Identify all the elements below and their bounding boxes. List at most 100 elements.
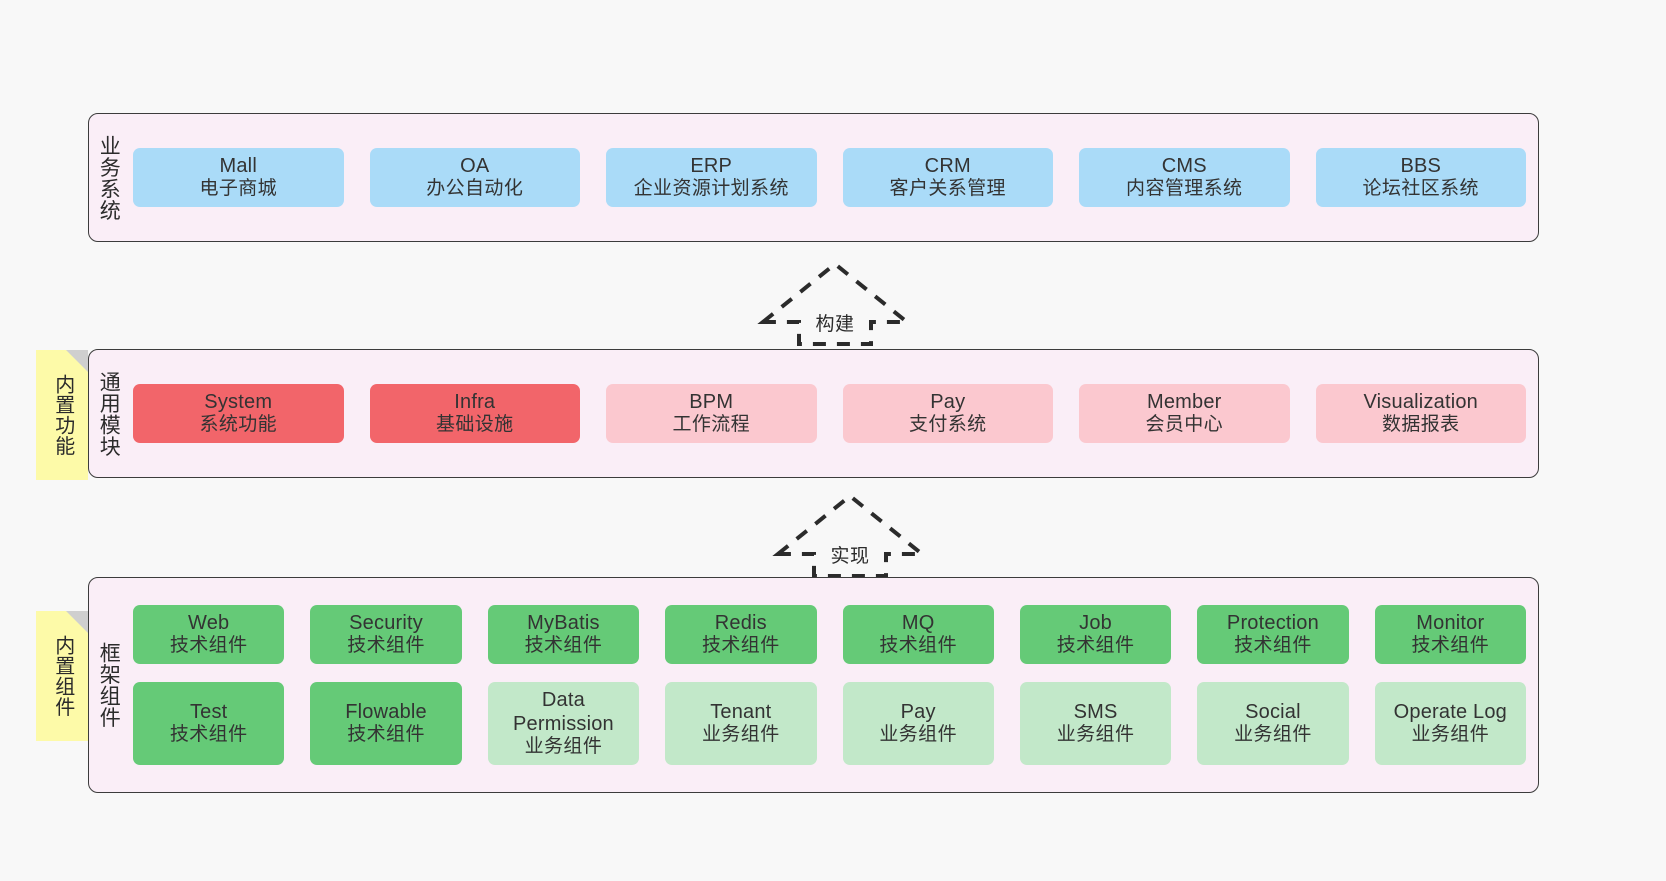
component-subtitle: 业务组件 — [1411, 724, 1490, 745]
module-subtitle: 系统功能 — [199, 414, 278, 436]
component-name: Data Permission — [512, 689, 614, 735]
component-subtitle: 业务组件 — [1234, 724, 1312, 745]
module-subtitle: 办公自动化 — [426, 178, 524, 200]
connector-build-arrow: 构建 — [745, 258, 925, 346]
component-subtitle: 技术组件 — [1234, 635, 1312, 657]
component-card-data-permission[interactable]: Data Permission 业务组件 — [487, 682, 640, 765]
connector-implement-label: 实现 — [830, 546, 870, 567]
module-card-infra[interactable]: Infra 基础设施 — [369, 384, 580, 443]
module-subtitle: 基础设施 — [435, 414, 514, 436]
component-card-monitor[interactable]: Monitor 技术组件 — [1374, 605, 1526, 664]
layer-framework-components: 框架组件 Web 技术组件 Security 技术组件 MyBatis 技术组件… — [88, 577, 1539, 793]
module-subtitle: 工作流程 — [672, 414, 751, 436]
component-card-redis[interactable]: Redis 技术组件 — [665, 605, 817, 664]
module-card-mall[interactable]: Mall 电子商城 — [133, 148, 344, 207]
component-name: Web — [188, 612, 230, 635]
component-card-social[interactable]: Social 业务组件 — [1197, 682, 1349, 765]
component-name: Pay — [900, 701, 936, 723]
layer-title-common: 通用模块 — [97, 370, 121, 457]
module-subtitle: 数据报表 — [1381, 414, 1460, 436]
component-name: Job — [1079, 612, 1112, 635]
component-name: MyBatis — [527, 612, 600, 635]
component-name: MQ — [901, 612, 935, 635]
connector-build-label: 构建 — [815, 314, 855, 335]
component-name: Social — [1245, 701, 1301, 723]
component-card-protection[interactable]: Protection 技术组件 — [1197, 605, 1349, 664]
component-card-test[interactable]: Test 技术组件 — [133, 682, 285, 765]
component-card-security[interactable]: Security 技术组件 — [310, 605, 462, 664]
module-subtitle: 支付系统 — [908, 414, 987, 436]
layer-row: Mall 电子商城 OA 办公自动化 ERP 企业资源计划系统 CRM 客户关系… — [133, 148, 1526, 207]
module-card-oa[interactable]: OA 办公自动化 — [369, 148, 580, 207]
layer-row: Web 技术组件 Security 技术组件 MyBatis 技术组件 Redi… — [133, 605, 1526, 664]
component-card-pay[interactable]: Pay 业务组件 — [842, 682, 994, 765]
module-subtitle: 客户关系管理 — [889, 178, 1006, 200]
component-card-tenant[interactable]: Tenant 业务组件 — [665, 682, 817, 765]
module-name: Visualization — [1363, 391, 1479, 414]
component-card-operate-log[interactable]: Operate Log 业务组件 — [1374, 682, 1526, 765]
module-card-crm[interactable]: CRM 客户关系管理 — [842, 148, 1053, 207]
note-label: 内置功能 — [51, 374, 74, 456]
layer-business-systems: 业务系统 Mall 电子商城 OA 办公自动化 ERP 企业资源计划系统 CRM… — [88, 113, 1539, 242]
component-name: Redis — [714, 612, 767, 635]
component-card-sms[interactable]: SMS 业务组件 — [1019, 682, 1172, 765]
module-name: BBS — [1400, 155, 1442, 178]
connector-implement-arrow: 实现 — [760, 490, 940, 578]
module-subtitle: 会员中心 — [1145, 414, 1224, 436]
module-name: CRM — [924, 155, 971, 178]
module-card-erp[interactable]: ERP 企业资源计划系统 — [606, 148, 817, 207]
module-name: BPM — [689, 391, 734, 414]
module-card-cms[interactable]: CMS 内容管理系统 — [1079, 148, 1290, 207]
component-subtitle: 技术组件 — [347, 724, 425, 745]
component-subtitle: 技术组件 — [1411, 635, 1490, 657]
component-card-web[interactable]: Web 技术组件 — [133, 605, 285, 664]
component-subtitle: 业务组件 — [879, 724, 957, 745]
note-label: 内置组件 — [51, 635, 74, 717]
component-name: SMS — [1073, 701, 1118, 723]
component-subtitle: 业务组件 — [524, 736, 603, 757]
module-card-visualization[interactable]: Visualization 数据报表 — [1315, 384, 1526, 443]
module-subtitle: 内容管理系统 — [1126, 178, 1243, 200]
note-builtin-features: 内置功能 — [36, 350, 88, 480]
module-name: OA — [460, 155, 490, 178]
layer-body-framework: Web 技术组件 Security 技术组件 MyBatis 技术组件 Redi… — [127, 578, 1538, 792]
component-subtitle: 技术组件 — [347, 635, 425, 657]
component-card-mq[interactable]: MQ 技术组件 — [842, 605, 994, 664]
module-card-pay[interactable]: Pay 支付系统 — [842, 384, 1053, 443]
module-subtitle: 论坛社区系统 — [1362, 178, 1479, 200]
module-name: Pay — [930, 391, 966, 414]
component-card-flowable[interactable]: Flowable 技术组件 — [310, 682, 462, 765]
module-card-bpm[interactable]: BPM 工作流程 — [606, 384, 817, 443]
component-subtitle: 业务组件 — [1056, 724, 1135, 745]
module-name: ERP — [690, 155, 733, 178]
module-name: Infra — [454, 391, 496, 414]
component-subtitle: 技术组件 — [524, 635, 603, 657]
component-name: Tenant — [710, 701, 772, 723]
layer-row: Test 技术组件 Flowable 技术组件 Data Permission … — [133, 682, 1526, 765]
layer-title-framework: 框架组件 — [97, 642, 121, 728]
component-subtitle: 技术组件 — [1056, 635, 1135, 657]
component-name: Test — [189, 701, 228, 723]
module-card-member[interactable]: Member 会员中心 — [1079, 384, 1290, 443]
component-name: Flowable — [345, 701, 427, 723]
component-subtitle: 技术组件 — [169, 635, 248, 657]
layer-common-modules: 通用模块 System 系统功能 Infra 基础设施 BPM 工作流程 Pay… — [88, 349, 1539, 478]
module-name: Member — [1146, 391, 1222, 414]
component-subtitle: 技术组件 — [702, 635, 780, 657]
layer-body-common: System 系统功能 Infra 基础设施 BPM 工作流程 Pay 支付系统… — [127, 350, 1538, 477]
module-card-bbs[interactable]: BBS 论坛社区系统 — [1315, 148, 1526, 207]
component-name: Security — [349, 612, 423, 635]
component-card-job[interactable]: Job 技术组件 — [1019, 605, 1172, 664]
module-subtitle: 企业资源计划系统 — [633, 178, 789, 200]
module-name: CMS — [1161, 155, 1207, 178]
component-subtitle: 技术组件 — [169, 724, 248, 745]
component-name: Operate Log — [1393, 701, 1508, 723]
component-card-mybatis[interactable]: MyBatis 技术组件 — [487, 605, 640, 664]
layer-title-business: 业务系统 — [97, 134, 121, 221]
module-subtitle: 电子商城 — [199, 178, 278, 200]
layer-body-business: Mall 电子商城 OA 办公自动化 ERP 企业资源计划系统 CRM 客户关系… — [127, 114, 1538, 241]
module-name: Mall — [219, 155, 257, 178]
module-card-system[interactable]: System 系统功能 — [133, 384, 344, 443]
component-name: Protection — [1226, 612, 1319, 635]
